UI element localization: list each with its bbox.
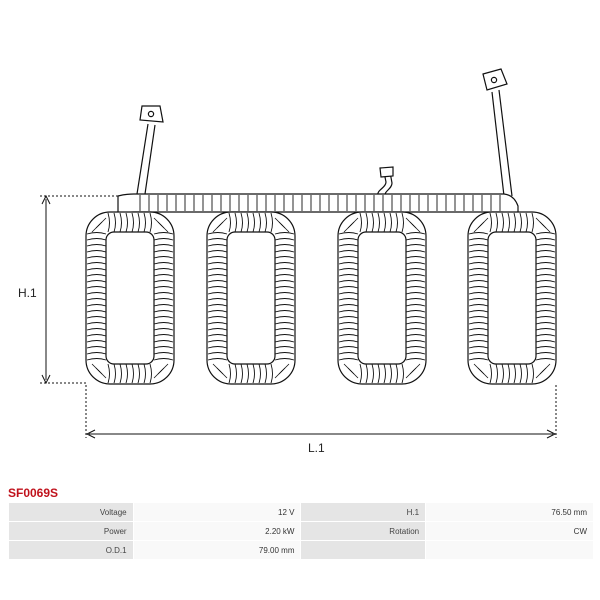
coil-4 xyxy=(467,211,557,385)
spec-key: H.1 xyxy=(301,503,426,521)
coil-2 xyxy=(206,211,296,385)
spec-value: 2.20 kW xyxy=(133,521,301,540)
coil-1 xyxy=(85,211,175,385)
field-coil-drawing xyxy=(40,68,557,439)
coil-3 xyxy=(337,211,427,385)
field-coil-diagram: H.1 L.1 xyxy=(18,68,557,455)
spec-key: Rotation xyxy=(301,521,426,540)
l1-dimension xyxy=(85,385,557,439)
spec-key: Power xyxy=(9,521,133,540)
terminal-center xyxy=(377,166,394,197)
connection-band xyxy=(117,193,519,215)
spec-value: 12 V xyxy=(133,503,301,521)
coils-group xyxy=(85,211,557,385)
h1-dimension xyxy=(40,194,130,385)
spec-key xyxy=(301,540,426,559)
spec-value: 76.50 mm xyxy=(426,503,593,521)
spec-key: Voltage xyxy=(9,503,133,521)
part-number: SF0069S xyxy=(8,486,59,500)
terminal-left xyxy=(136,105,164,195)
terminal-right xyxy=(482,68,513,197)
h1-dimension-label: H.1 xyxy=(18,286,37,300)
spec-value: CW xyxy=(426,521,593,540)
l1-dimension-label: L.1 xyxy=(308,441,325,455)
spec-value xyxy=(426,540,593,559)
spec-key: O.D.1 xyxy=(9,540,133,559)
spec-value: 79.00 mm xyxy=(133,540,301,559)
